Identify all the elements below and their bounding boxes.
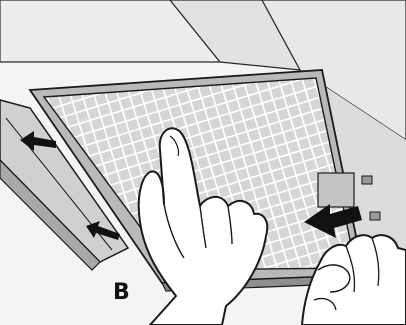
step-label: B <box>113 282 130 304</box>
